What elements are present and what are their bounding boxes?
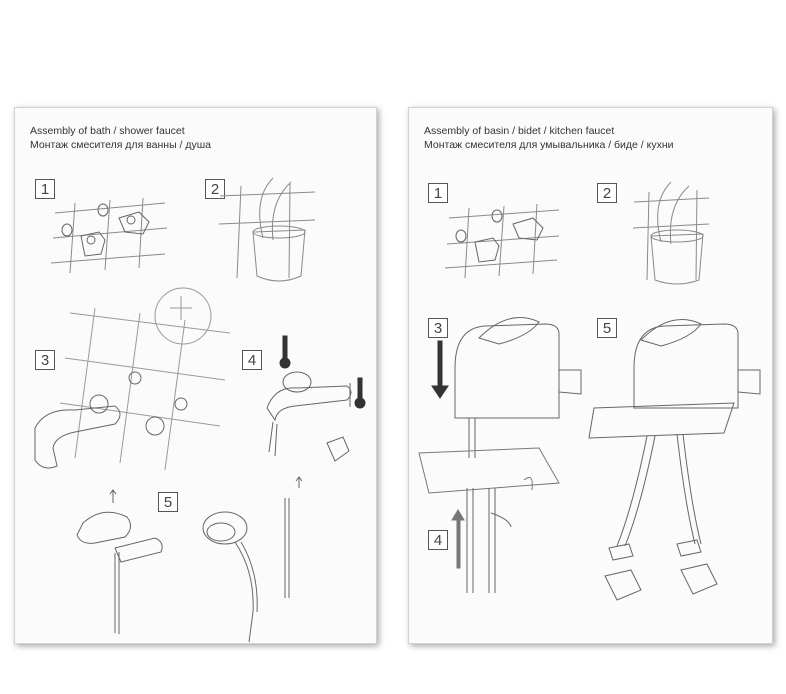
thermometer-icon bbox=[280, 336, 365, 408]
wall-tiles-illustration bbox=[445, 204, 559, 278]
basin-faucet-illustration bbox=[455, 318, 581, 458]
bucket-flush-illustration bbox=[633, 182, 709, 284]
basin-bidet-kitchen-instruction-sheet: Assembly of basin / bidet / kitchen fauc… bbox=[408, 107, 773, 644]
mounted-faucet-illustration bbox=[267, 372, 351, 461]
down-arrow-icon bbox=[432, 341, 448, 398]
step-number-5: 5 bbox=[158, 492, 178, 512]
shower-head-illustration bbox=[203, 512, 257, 642]
tile-grid-illustration bbox=[60, 288, 230, 470]
step-number-2: 2 bbox=[597, 183, 617, 203]
bucket-flush-illustration bbox=[219, 178, 315, 281]
step-number-1: 1 bbox=[35, 179, 55, 199]
step-number-5: 5 bbox=[597, 318, 617, 338]
sheet-title-english: Assembly of bath / shower faucet bbox=[30, 125, 185, 137]
flexible-hose-illustration bbox=[467, 488, 511, 593]
step-number-2: 2 bbox=[205, 179, 225, 199]
bath-shower-instruction-sheet: Assembly of bath / shower faucet Монтаж … bbox=[14, 107, 377, 644]
step-number-3: 3 bbox=[428, 318, 448, 338]
hand-mounting-illustration bbox=[77, 490, 162, 634]
shower-hose-illustration bbox=[285, 477, 302, 598]
step-number-3: 3 bbox=[35, 350, 55, 370]
eccentric-connector-illustration bbox=[62, 204, 149, 256]
step-number-1: 1 bbox=[428, 183, 448, 203]
faucet-body-illustration bbox=[35, 372, 187, 468]
up-arrow-icon bbox=[452, 510, 464, 568]
sheet-title-russian: Монтаж смесителя для ванны / душа bbox=[30, 139, 212, 151]
countertop-illustration bbox=[419, 448, 559, 493]
basin-faucet-illustrations bbox=[409, 108, 772, 643]
step-number-4: 4 bbox=[428, 530, 448, 550]
eccentric-connector-illustration bbox=[456, 210, 543, 262]
sheet-title-russian: Монтаж смесителя для умывальника / биде … bbox=[424, 139, 674, 151]
installed-faucet-illustration bbox=[589, 320, 760, 600]
sheet-title-english: Assembly of basin / bidet / kitchen fauc… bbox=[424, 125, 615, 137]
wall-tiles-illustration bbox=[51, 198, 167, 273]
bath-faucet-illustrations bbox=[15, 108, 376, 643]
step-number-4: 4 bbox=[242, 350, 262, 370]
